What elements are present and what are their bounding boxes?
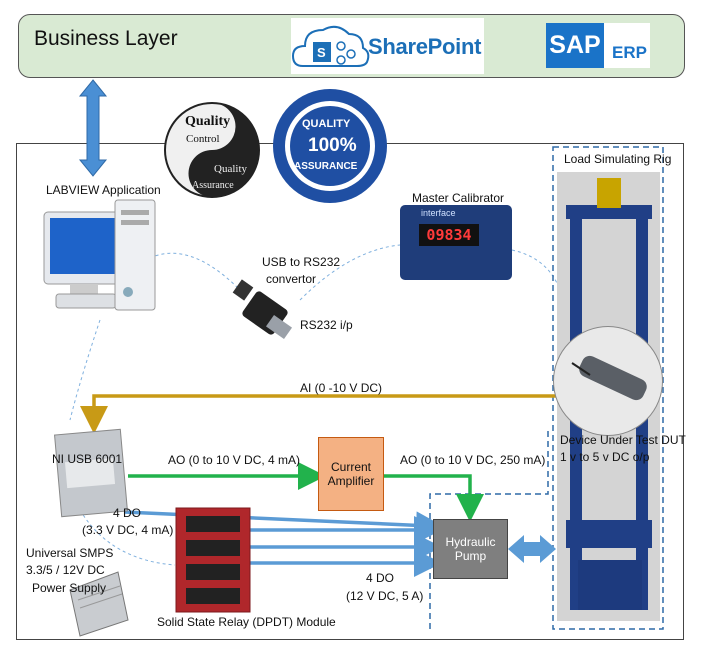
smps-label-1: Universal SMPS [26,546,114,560]
calibrator-brand: interface [421,208,456,218]
do-line-top [123,510,444,540]
load-rig-label: Load Simulating Rig [564,152,672,166]
ai-signal-line [80,394,560,434]
ao-large-label: AO (0 to 10 V DC, 250 mA) [400,453,546,467]
quality-assurance-rosette-icon [273,89,387,203]
sharepoint-logo: S [291,18,484,74]
calibrator-display: 09834 [419,224,479,246]
ni-usb-label: NI USB 6001 [52,452,123,466]
computer-icon [43,199,156,311]
usb-rs232-cable-icon [232,279,293,340]
do-top-label-1: 4 DO [113,506,142,520]
rs232-calibrator-link [299,244,401,301]
quality-control-badge [164,102,260,198]
pump-rig-arrow [508,535,556,563]
qa-text-1: QUALITY [302,118,351,130]
business-layer-title: Business Layer [34,27,178,50]
smps-label-3: Power Supply [32,581,107,595]
dut-sensor-icon [571,355,647,401]
ni-usb-device-icon [54,428,128,518]
dut-label-2: 1 v to 5 v DC o/p [560,450,650,464]
ai-signal-label: AI (0 -10 V DC) [300,381,383,395]
qc-text-3: Quality [214,163,247,175]
business-labview-link-arrow [78,79,108,177]
hydraulic-pump-box: Hydraulic Pump [433,519,508,579]
labview-ni-link [69,319,101,421]
do-top-label-2: (3.3 V DC, 4 mA) [82,523,174,537]
usb-rs232-label-1: USB to RS232 [262,255,341,269]
do-bottom-label-2: (12 V DC, 5 A) [346,589,424,603]
sap-label: SAP [546,23,604,68]
rs232-label: RS232 i/p [300,318,353,332]
master-calibrator-label: Master Calibrator [412,191,505,205]
qc-text-4: Assurance [192,180,234,191]
pump-dashed-boundary [429,430,549,629]
labview-label: LABVIEW Application [46,183,161,197]
qa-text-3: ASSURANCE [294,161,358,172]
calibrator-rig-link [511,249,561,291]
sharepoint-label: SharePoint [368,34,482,59]
ao-small-label: AO (0 to 10 V DC, 4 mA) [168,453,301,467]
smps-relay-link [79,509,176,566]
power-supply-icon [69,571,129,637]
qa-text-2: 100% [308,135,357,156]
qc-text-1: Quality [185,114,231,129]
relay-module-label: Solid State Relay (DPDT) Module [157,615,336,629]
relay-module-icon [175,507,251,613]
usb-rs232-label-2: convertor [266,272,317,286]
ao-large-line [384,474,484,522]
labview-usb-link [149,252,241,291]
dut-label-1: Device Under Test DUT [560,433,686,447]
qc-text-2: Control [186,133,220,145]
svg-text:S: S [317,45,326,60]
smps-label-2: 3.3/5 / 12V DC [26,563,105,577]
current-amplifier-box: Current Amplifier [318,437,384,511]
do-bottom-label-1: 4 DO [366,571,395,585]
sharepoint-cloud-icon: S [291,25,370,67]
erp-label: ERP [612,43,647,62]
